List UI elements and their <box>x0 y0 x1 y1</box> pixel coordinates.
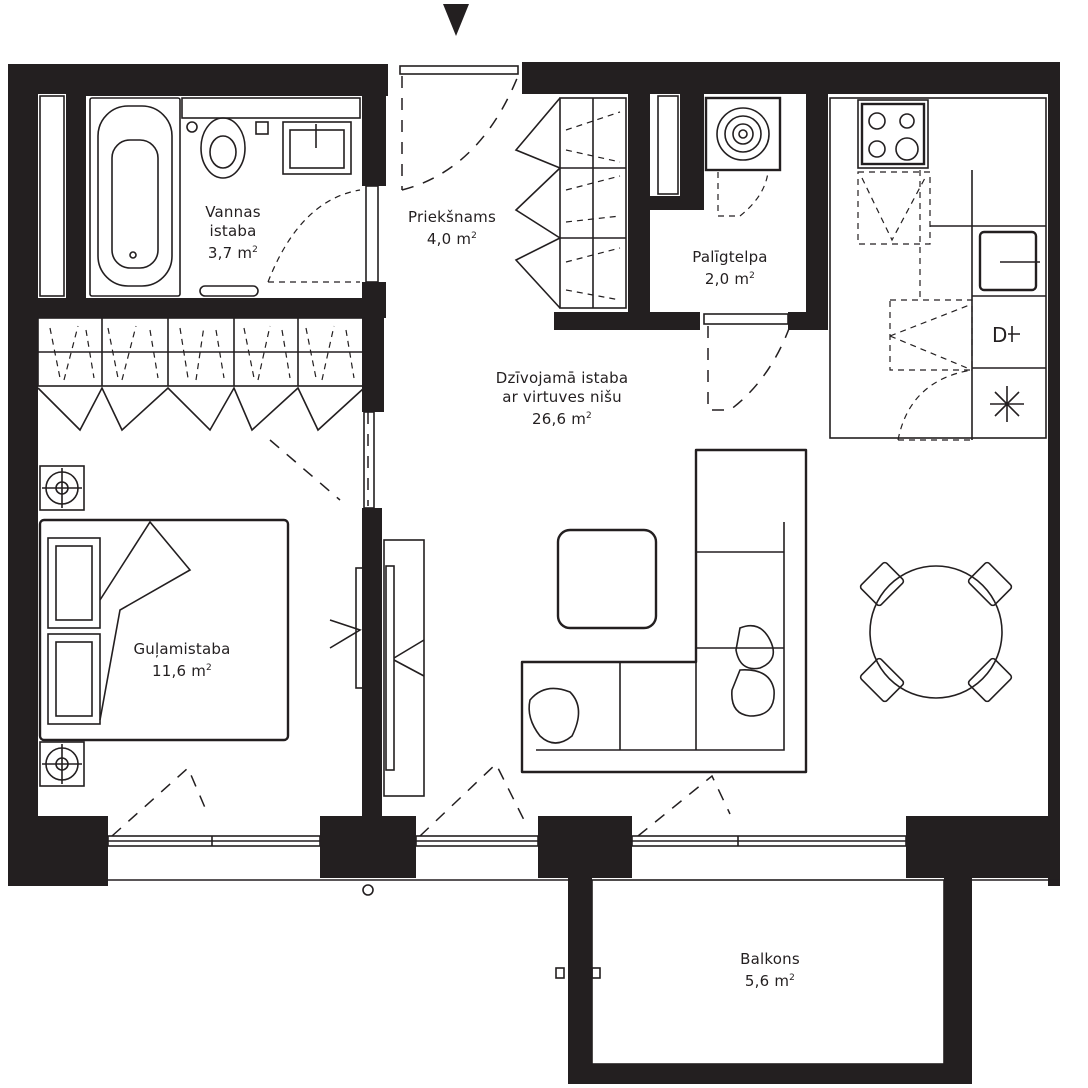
svg-text:D: D <box>992 323 1007 347</box>
bathroom <box>89 97 379 297</box>
dining-table-4-chairs <box>859 561 1013 703</box>
tv-unit <box>329 539 425 797</box>
room-name: Dzīvojamā istaba <box>495 369 629 387</box>
wardrobe-hallway <box>514 97 627 309</box>
room-name: ar virtuves nišu <box>502 388 622 406</box>
room-name: Guļamistaba <box>133 640 231 658</box>
room-name: Vannas <box>205 203 261 221</box>
room-label-utility: Palīgtelpa 2,0 m2 <box>670 248 790 289</box>
room-area: 4,0 m2 <box>426 230 478 248</box>
room-label-bathroom: Vannas istaba 3,7 m2 <box>188 203 278 263</box>
kitchen: D <box>829 97 1047 441</box>
windows <box>107 762 907 847</box>
corner-sofa <box>520 448 808 774</box>
room-area: 26,6 m2 <box>532 410 592 428</box>
utility-room <box>703 96 791 411</box>
room-label-living: Dzīvojamā istaba ar virtuves nišu 26,6 m… <box>462 369 662 429</box>
room-area: 3,7 m2 <box>207 244 259 262</box>
room-name: istaba <box>209 222 257 240</box>
room-name: Priekšnams <box>408 208 496 226</box>
room-name: Balkons <box>740 950 800 968</box>
room-area: 5,6 m2 <box>744 972 796 990</box>
wardrobe-bedroom <box>37 317 365 432</box>
room-label-hallway: Priekšnams 4,0 m2 <box>392 208 512 249</box>
room-label-bedroom: Guļamistaba 11,6 m2 <box>112 640 252 681</box>
bedroom-furniture <box>38 465 290 787</box>
room-area: 11,6 m2 <box>152 662 212 680</box>
entrance-door <box>399 65 519 191</box>
coffee-table <box>556 528 658 630</box>
walls <box>8 62 1060 1084</box>
oven-fan-icon <box>990 386 1024 422</box>
room-area: 2,0 m2 <box>704 270 756 288</box>
room-name: Palīgtelpa <box>692 248 768 266</box>
room-label-balcony: Balkons 5,6 m2 <box>710 950 830 991</box>
entrance-arrow-icon <box>443 4 469 36</box>
